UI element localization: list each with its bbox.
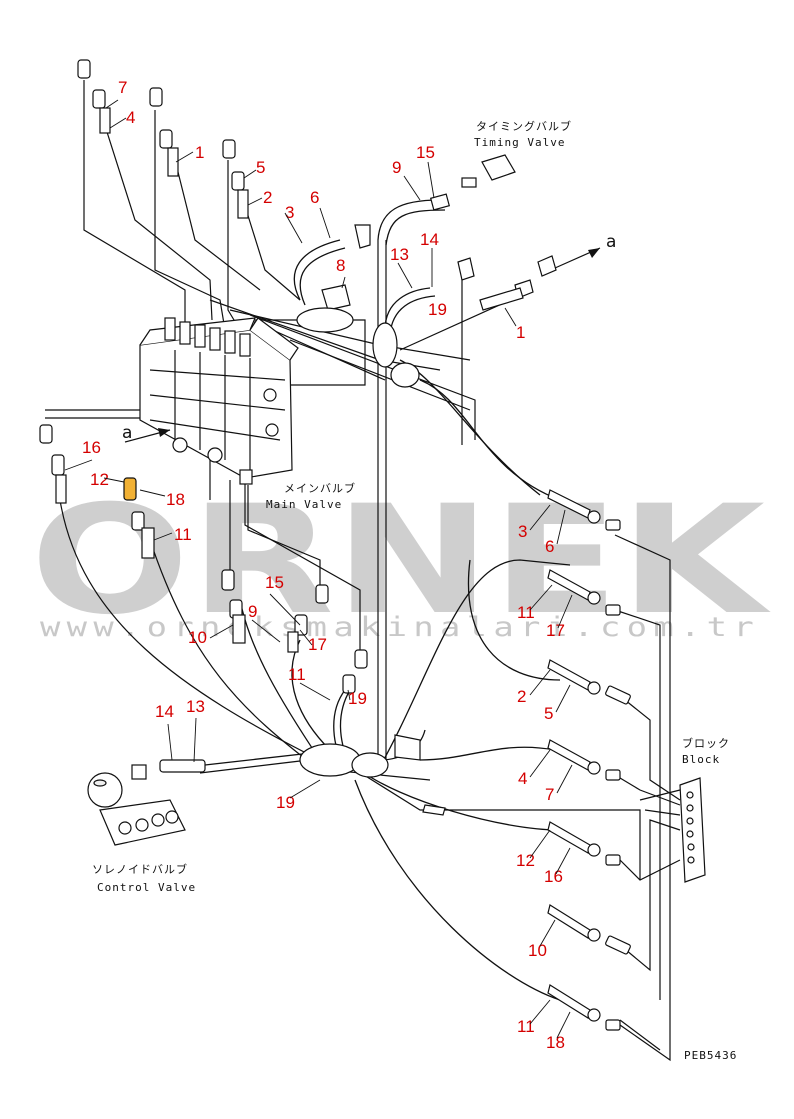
block-label-en: Block [682, 753, 720, 766]
callout-part-number: 16 [82, 438, 101, 457]
callout-part-number: 13 [390, 245, 409, 264]
callout-part-number: 12 [90, 470, 109, 489]
part-callouts: 7 4 1 5 2 3 6 8 9 15 13 14 19 1 16 12 18… [82, 78, 565, 1052]
view-arrows [124, 247, 601, 443]
callout-part-number: 9 [392, 158, 401, 177]
callout-part-number: 5 [544, 704, 553, 723]
timing-valve-label-en: Timing Valve [474, 136, 565, 149]
callout-part-number: 10 [188, 628, 207, 647]
callout-part-number: 7 [545, 785, 554, 804]
callout-part-number: 5 [256, 158, 265, 177]
watermark: ORNEK www.orneksmakinalari.com.tr [30, 474, 771, 648]
control-valve-label-en: Control Valve [97, 881, 196, 894]
callout-part-number: 7 [118, 78, 127, 97]
callout-part-number: 18 [166, 490, 185, 509]
main-valve-label-en: Main Valve [266, 498, 342, 511]
callout-part-number: 15 [416, 143, 435, 162]
watermark-logo: ORNEK [30, 474, 771, 648]
callout-part-number: 4 [518, 769, 527, 788]
control-valve-label-jp: ソレノイドバルブ [92, 862, 188, 876]
fittings [39, 59, 631, 1031]
callout-part-number: 11 [288, 665, 306, 684]
callout-part-number: 17 [546, 621, 565, 640]
timing-valve-label-jp: タイミングバルブ [476, 119, 572, 133]
view-label-a-right: a [606, 232, 616, 252]
callout-part-number: 1 [195, 143, 204, 162]
callout-part-number: 6 [545, 537, 554, 556]
callout-part-number: 4 [126, 108, 135, 127]
callout-part-number: 16 [544, 867, 563, 886]
block-drawing [679, 777, 706, 883]
timing-valve-drawing [321, 154, 557, 311]
callout-part-number: 2 [517, 687, 526, 706]
callout-part-number: 18 [546, 1033, 565, 1052]
callout-part-number: 6 [310, 188, 319, 207]
callout-part-number: 11 [174, 525, 192, 544]
callout-part-number: 15 [265, 573, 284, 592]
clamps [296, 307, 446, 816]
callout-part-number: 17 [308, 635, 327, 654]
block-label-jp: ブロック [682, 736, 730, 750]
callout-part-number: 12 [516, 851, 535, 870]
callout-part-number: 1 [516, 323, 525, 342]
view-label-a-left: a [122, 423, 132, 443]
component-captions: タイミングバルブ Timing Valve メインバルブ Main Valve … [92, 119, 737, 1062]
callout-part-number: 10 [528, 941, 547, 960]
leader-lines [64, 99, 573, 1039]
callout-part-number: 14 [420, 230, 439, 249]
callout-part-number: 11 [517, 1017, 535, 1036]
callout-part-number: 2 [263, 188, 272, 207]
control-valve-drawing [87, 764, 186, 846]
drawing-code: PEB5436 [684, 1049, 737, 1062]
watermark-url: www.orneksmakinalari.com.tr [40, 612, 760, 643]
main-valve-drawing [139, 317, 299, 485]
callout-part-number: 19 [348, 689, 367, 708]
callout-part-number: 13 [186, 697, 205, 716]
callout-part-number: 8 [336, 256, 345, 275]
callout-part-number: 3 [518, 522, 527, 541]
callout-part-number: 9 [248, 602, 257, 621]
callout-part-number: 3 [285, 203, 294, 222]
callout-part-number: 14 [155, 702, 174, 721]
callout-part-number: 19 [428, 300, 447, 319]
callout-part-number: 11 [517, 603, 535, 622]
main-valve-label-jp: メインバルブ [284, 481, 356, 495]
callout-part-number: 19 [276, 793, 295, 812]
